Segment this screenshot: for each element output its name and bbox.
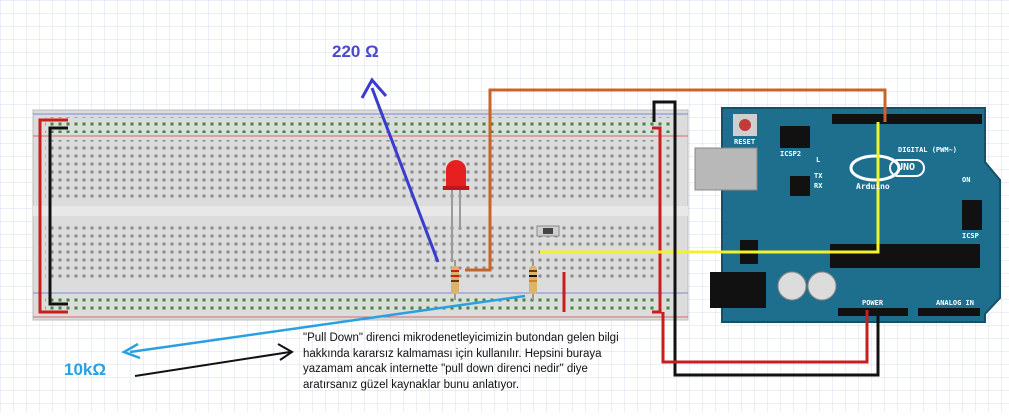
arduino-reset-label: RESET — [734, 138, 756, 146]
label-220-ohm: 220 Ω — [332, 42, 379, 61]
arduino-power-label: POWER — [862, 299, 884, 307]
right-red-jumper — [652, 126, 662, 314]
arduino-l-label: L — [816, 156, 821, 164]
breadboard — [32, 109, 689, 321]
arduino-on-label: ON — [962, 176, 971, 184]
yellow-wire — [540, 122, 880, 254]
bottom-power-rail — [45, 296, 675, 314]
breadboard-top-holes — [45, 140, 675, 198]
resistor-220 — [451, 260, 459, 300]
arrow-note — [134, 351, 291, 377]
explanation-note: "Pull Down" direnci mikrodenetleyicimizi… — [303, 332, 619, 391]
analog-header — [918, 308, 980, 316]
arduino-analog-label: ANALOG IN — [936, 299, 974, 307]
power-header — [838, 308, 908, 316]
power-jack — [710, 272, 766, 308]
arduino-icsp2-label: ICSP2 — [780, 150, 802, 158]
usb-connector — [694, 147, 758, 191]
arduino-digital-label: DIGITAL (PWM~) — [898, 146, 958, 154]
red-led — [443, 160, 469, 262]
red-wire — [661, 310, 869, 364]
resistor-10k — [529, 260, 537, 300]
arduino-uno-board — [694, 107, 1001, 323]
orange-wire — [465, 88, 887, 272]
digital-header — [832, 114, 982, 124]
arduino-tx-label: TX — [814, 172, 823, 180]
arduino-brand-label: Arduino — [856, 182, 890, 191]
arduino-rx-label: RX — [814, 182, 823, 190]
top-power-rail — [45, 117, 675, 133]
label-10k-ohm: 10kΩ — [64, 360, 106, 379]
arrow-10k — [129, 294, 526, 354]
left-black-jumper — [48, 126, 68, 306]
atmega-chip — [830, 244, 980, 268]
arduino-icsp-label: ICSP — [962, 232, 979, 240]
black-wire — [652, 100, 880, 377]
arrow-220 — [370, 87, 440, 263]
arduino-model-label: UNO — [897, 162, 916, 173]
push-button — [536, 225, 560, 237]
left-red-jumper — [38, 118, 68, 314]
